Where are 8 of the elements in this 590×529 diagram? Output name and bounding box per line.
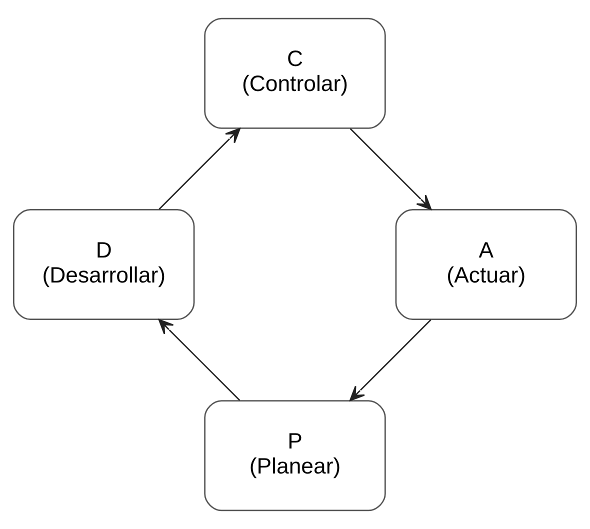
node-box: A (Actuar) bbox=[395, 209, 578, 320]
arrow bbox=[158, 128, 241, 210]
node-box: C (Controlar) bbox=[204, 18, 386, 129]
node-box: P (Planear) bbox=[204, 400, 386, 512]
arrow bbox=[158, 318, 240, 401]
arrow bbox=[350, 128, 432, 210]
arrow bbox=[349, 319, 432, 402]
node-box: D (Desarrollar) bbox=[12, 209, 195, 320]
